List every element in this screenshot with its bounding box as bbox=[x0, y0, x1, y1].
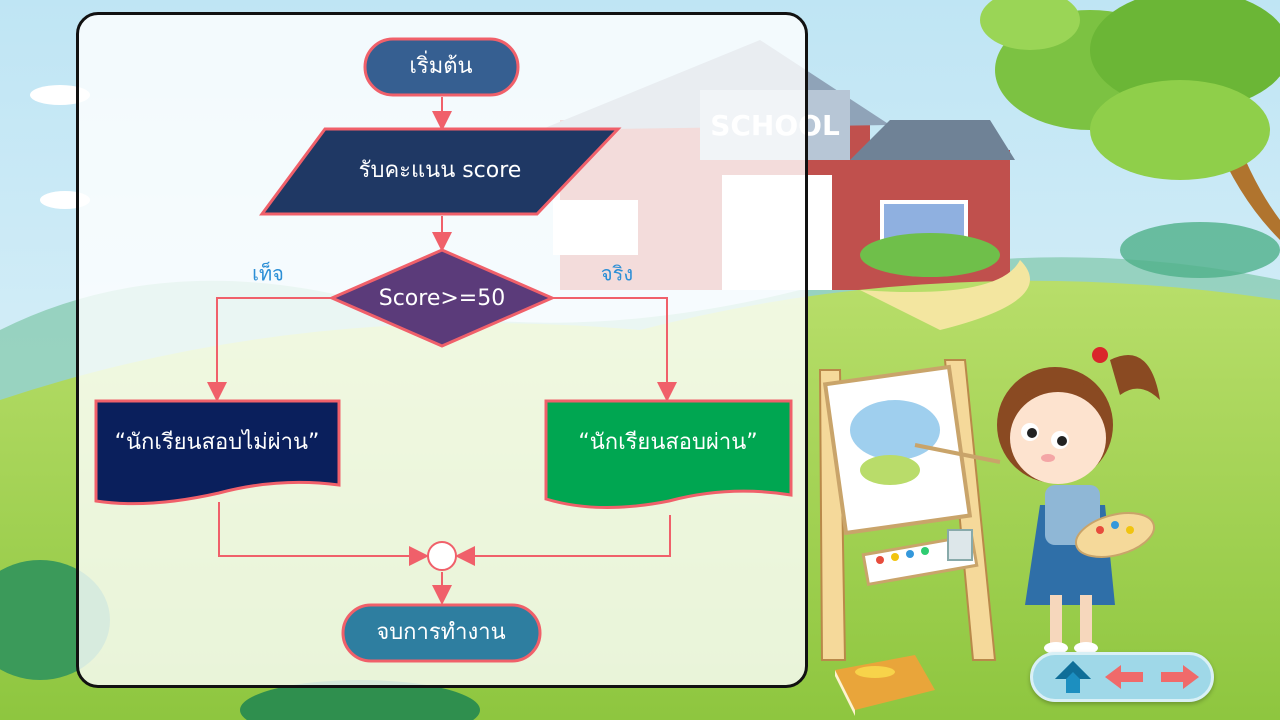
flowchart-card: เริ่มต้น รับคะแนน score Score>=50 เท็จ จ… bbox=[76, 12, 808, 688]
start-label: เริ่มต้น bbox=[409, 50, 472, 79]
navigation-bar bbox=[1030, 652, 1214, 702]
false-output-label: “นักเรียนสอบไม่ผ่าน” bbox=[115, 429, 320, 455]
right-arrow-icon[interactable] bbox=[1161, 665, 1199, 689]
false-output-document: “นักเรียนสอบไม่ผ่าน” bbox=[94, 399, 341, 506]
decision-diamond: Score>=50 bbox=[328, 248, 556, 348]
end-label: จบการทำงาน bbox=[376, 620, 505, 645]
book bbox=[835, 655, 935, 716]
left-arrow-icon[interactable] bbox=[1105, 665, 1143, 689]
girl-painter bbox=[914, 347, 1160, 654]
true-output-document: “นักเรียนสอบผ่าน” bbox=[544, 399, 793, 509]
input-label: รับคะแนน score bbox=[359, 158, 522, 183]
end-terminator: จบการทำงาน bbox=[341, 603, 542, 663]
connector-lines bbox=[207, 97, 677, 605]
start-terminator: เริ่มต้น bbox=[363, 37, 520, 97]
input-parallelogram: รับคะแนน score bbox=[259, 127, 622, 216]
connector-circle bbox=[427, 541, 457, 571]
flowchart: เริ่มต้น รับคะแนน score Score>=50 เท็จ จ… bbox=[94, 37, 793, 663]
tree bbox=[980, 0, 1280, 240]
true-output-label: “นักเรียนสอบผ่าน” bbox=[578, 430, 757, 455]
up-arrow-icon[interactable] bbox=[1055, 661, 1091, 693]
false-branch-label: เท็จ bbox=[252, 261, 284, 286]
decision-label: Score>=50 bbox=[379, 286, 505, 311]
true-branch-label: จริง bbox=[601, 262, 633, 286]
